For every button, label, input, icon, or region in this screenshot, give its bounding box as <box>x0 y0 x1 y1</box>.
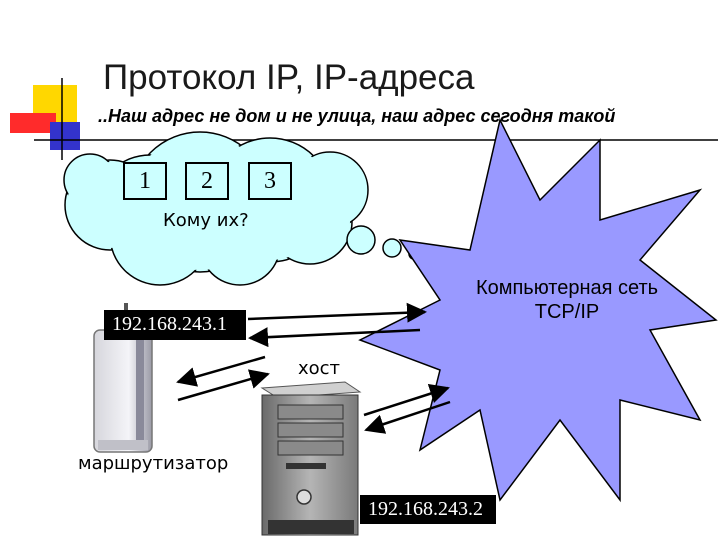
cloud-question: Кому их? <box>163 210 249 231</box>
cloud-bubble-large <box>346 225 376 255</box>
network-label: Компьютерная сеть TCP/IP <box>452 276 682 324</box>
deco-red-square <box>10 113 56 133</box>
network-label-line1: Компьютерная сеть <box>475 277 659 299</box>
router-ip-address: 192.168.243.1 <box>104 310 246 340</box>
arrow-router-to-host <box>176 355 266 387</box>
cloud-box-1: 1 <box>123 162 167 200</box>
host-computer <box>260 381 362 536</box>
deco-blue-square <box>50 122 80 150</box>
slide-title: Протокол IP, IP-адреса <box>103 58 475 97</box>
arrow-network-to-host <box>364 400 451 434</box>
network-label-line2: TCP/IP <box>534 301 600 323</box>
thought-cloud <box>63 131 420 286</box>
router-label: маршрутизатор <box>78 453 229 474</box>
cloud-box-2: 2 <box>185 162 229 200</box>
host-label: хост <box>298 358 341 379</box>
title-decoration <box>10 78 718 160</box>
arrow-host-to-network <box>363 383 450 417</box>
slide-subtitle: ..Наш адрес не дом и не улица, наш адрес… <box>98 106 616 126</box>
connection-arrows <box>176 302 451 434</box>
cloud-box-3: 3 <box>248 162 292 200</box>
arrow-router-to-network <box>247 302 427 323</box>
cloud-bubble-medium <box>382 238 402 258</box>
host-ip-address: 192.168.243.2 <box>360 495 496 524</box>
arrow-host-to-router <box>177 369 270 402</box>
arrow-network-to-router <box>248 327 421 348</box>
